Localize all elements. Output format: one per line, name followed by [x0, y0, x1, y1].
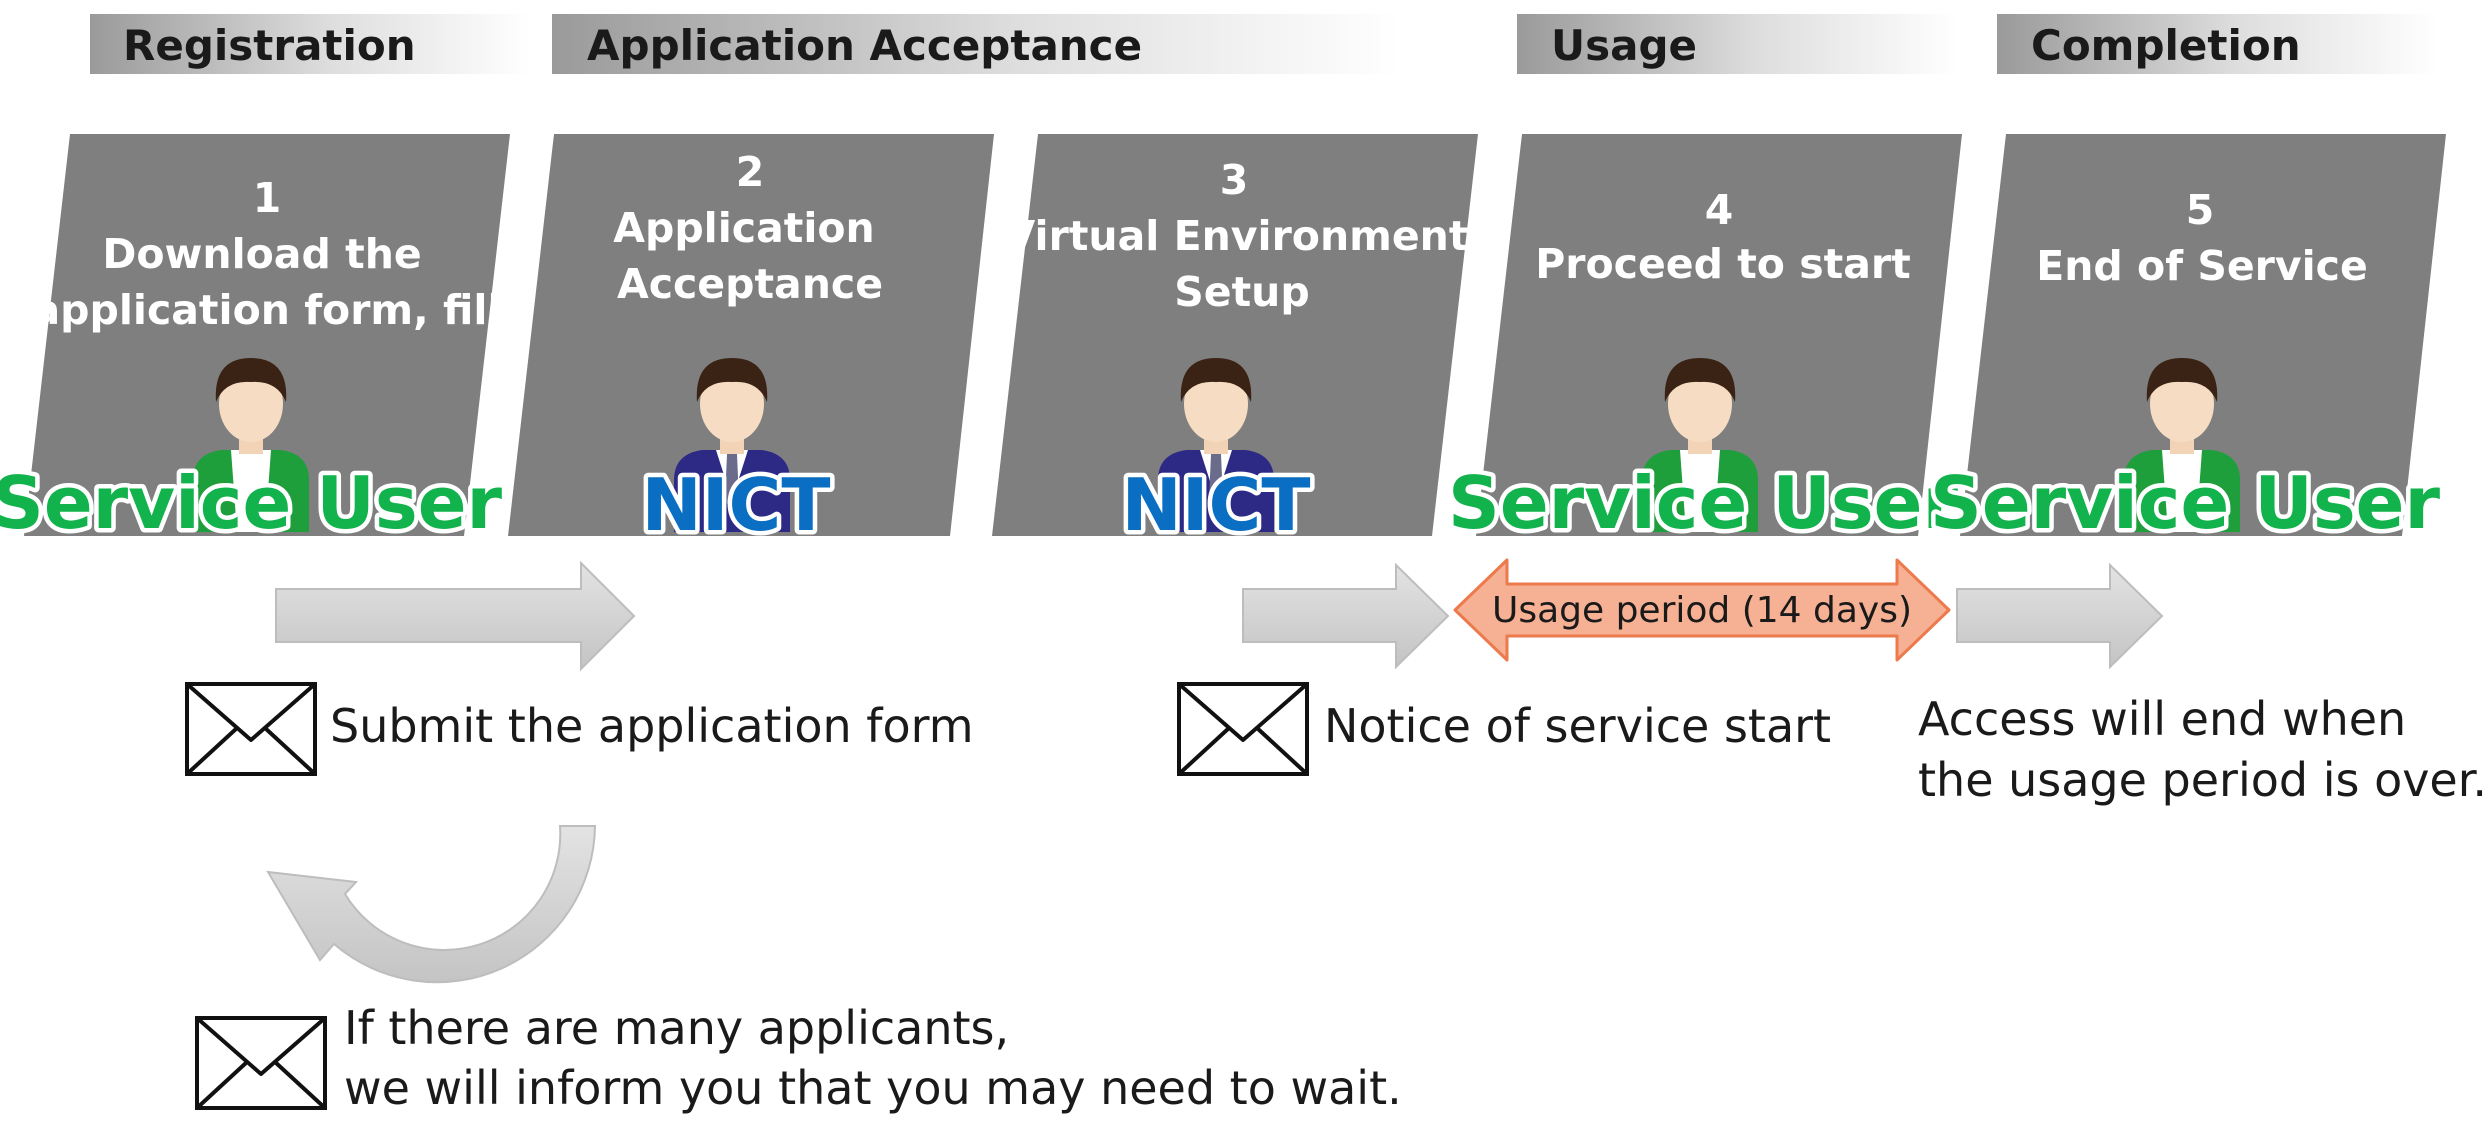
arrow-right-icon	[275, 560, 636, 672]
step-card-5: 5 End of Service Service User	[1925, 134, 2446, 550]
phase-label: Application Acceptance	[587, 21, 1142, 70]
usage-period-arrow: Usage period (14 days)	[1453, 558, 1951, 662]
role-label: NICT	[642, 463, 831, 547]
step-title-line2: Acceptance	[617, 260, 883, 308]
step-card-2: 2 Application Acceptance NICT	[508, 134, 994, 552]
step-number: 4	[1705, 186, 1734, 234]
step-panel	[24, 134, 510, 536]
phase-header-application-acceptance: Application Acceptance	[552, 14, 1400, 74]
note-submit: Submit the application form	[330, 699, 974, 753]
step-title-line1: Proceed to start	[1535, 240, 1911, 288]
step-title-line1: Download the	[102, 230, 421, 278]
phase-header-completion: Completion	[1997, 14, 2437, 74]
note-wait-line2: we will inform you that you may need to …	[344, 1061, 1402, 1115]
step-card-1: 1 Download the application form, fill Se…	[0, 134, 510, 550]
step-panel	[508, 134, 994, 536]
step-title-line2: application form, fill	[32, 286, 501, 334]
phase-header-registration: Registration	[90, 14, 530, 74]
phase-header-usage: Usage	[1517, 14, 1957, 74]
step-panel	[1960, 134, 2446, 536]
step-card-4: 4 Proceed to start Service User	[1443, 134, 1963, 550]
arrow-right-icon	[1242, 562, 1450, 670]
note-access-end-line2: the usage period is over.	[1918, 753, 2487, 807]
step-number: 1	[253, 174, 282, 222]
curved-arrow-icon	[266, 825, 597, 984]
double-arrow-icon	[1453, 558, 1951, 662]
note-wait-line1: If there are many applicants,	[344, 1001, 1009, 1055]
envelope-icon	[195, 1016, 327, 1110]
phase-bar	[90, 14, 530, 74]
arrow-right-icon	[1956, 562, 2164, 670]
role-label: Service User	[0, 461, 503, 545]
envelope-icon	[185, 682, 317, 776]
envelope-icon	[1177, 682, 1309, 776]
phase-label: Completion	[2031, 21, 2301, 70]
step-panel	[1476, 134, 1962, 536]
step-number: 5	[2186, 186, 2215, 234]
role-label: Service User	[1448, 461, 1959, 545]
role-label: Service User	[1930, 461, 2441, 545]
step-number: 3	[1220, 156, 1249, 204]
phase-bar	[552, 14, 1400, 74]
step-title-line1: Virtual Environment	[1004, 212, 1469, 260]
note-service-start: Notice of service start	[1324, 699, 1831, 753]
phase-bar	[1517, 14, 1957, 74]
step-title-line1: Application	[613, 204, 875, 252]
step-title-line1: End of Service	[2036, 242, 2368, 290]
phase-bar	[1997, 14, 2437, 74]
step-title-line2: Setup	[1174, 268, 1309, 316]
note-access-end-line1: Access will end when	[1918, 692, 2406, 746]
step-panel	[992, 134, 1478, 536]
role-label: NICT	[1122, 463, 1311, 547]
phase-label: Usage	[1551, 21, 1697, 70]
step-number: 2	[736, 148, 765, 196]
usage-period-label: Usage period (14 days)	[1492, 590, 1912, 631]
step-card-3: 3 Virtual Environment Setup NICT	[992, 134, 1478, 552]
phase-label: Registration	[123, 21, 416, 70]
